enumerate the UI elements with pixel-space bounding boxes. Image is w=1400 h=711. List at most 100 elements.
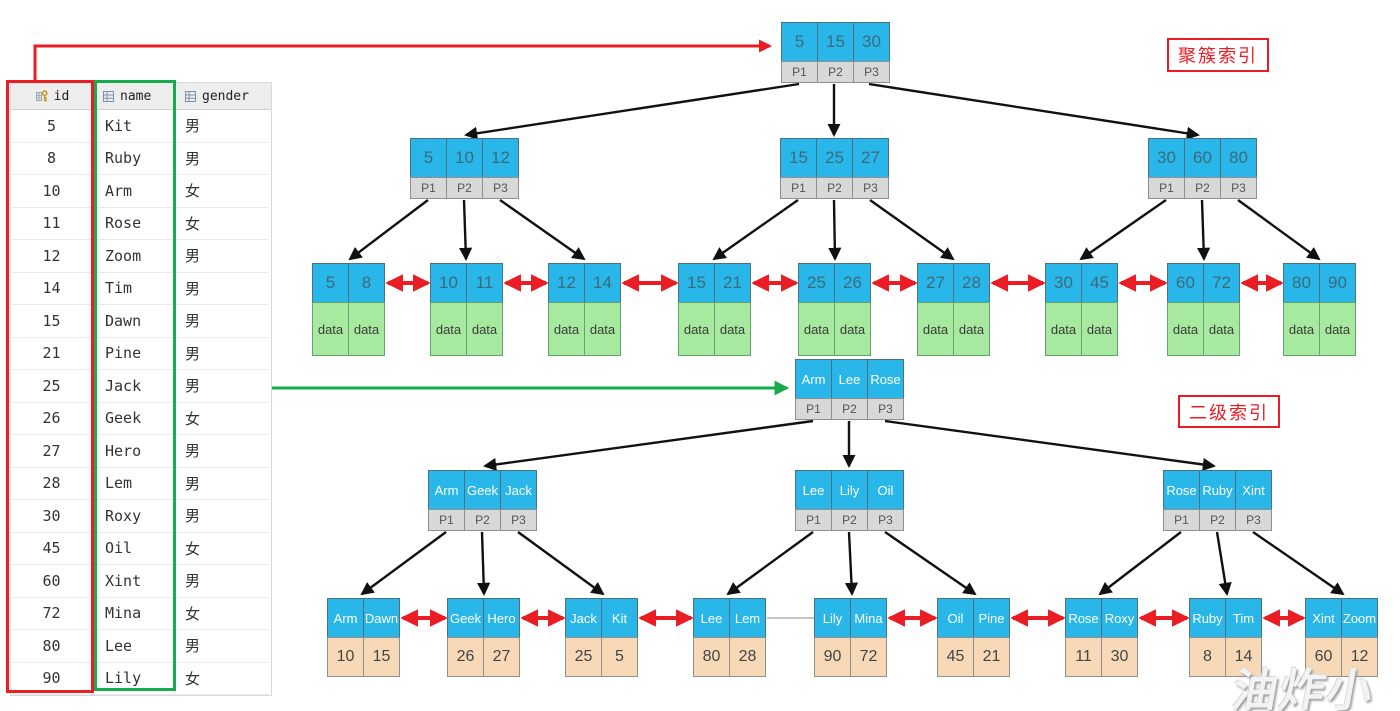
- column-header-gender[interactable]: gender: [175, 83, 269, 109]
- table-cell-gender[interactable]: 男: [175, 468, 269, 500]
- table-cell-id[interactable]: 5: [11, 110, 93, 143]
- table-cell-id[interactable]: 10: [11, 175, 93, 208]
- key-cell: Dawn: [363, 598, 400, 638]
- table-cell-id[interactable]: 90: [11, 662, 93, 695]
- column-header-name[interactable]: name: [93, 83, 175, 109]
- key-cell: 30: [1148, 138, 1185, 178]
- column-header-label: gender: [202, 88, 249, 104]
- table-cell-id[interactable]: 72: [11, 597, 93, 630]
- key-cell: Kit: [601, 598, 638, 638]
- key-cell: 28: [953, 263, 990, 303]
- table-cell-id[interactable]: 14: [11, 272, 93, 305]
- table-cell-id[interactable]: 15: [11, 305, 93, 338]
- table-cell-gender[interactable]: 男: [175, 630, 269, 663]
- table-cell-gender[interactable]: 男: [175, 240, 269, 273]
- table-cell-name[interactable]: Pine: [93, 337, 175, 370]
- table-cell-name[interactable]: Xint: [93, 565, 175, 598]
- table-cell-gender[interactable]: 女: [175, 663, 269, 695]
- key-cell: Lily: [831, 470, 868, 510]
- key-cell: Rose: [867, 359, 904, 399]
- table-cell-name[interactable]: Lily: [93, 662, 175, 695]
- table-cell-id[interactable]: 21: [11, 337, 93, 370]
- table-cell-id[interactable]: 28: [11, 467, 93, 500]
- data-cell: 90: [814, 637, 851, 677]
- table-cell-gender[interactable]: 女: [175, 208, 269, 240]
- table-cell-gender[interactable]: 男: [175, 143, 269, 175]
- table-cell-gender[interactable]: 男: [175, 305, 269, 338]
- table-cell-gender[interactable]: 男: [175, 338, 269, 370]
- table-cell-id[interactable]: 45: [11, 532, 93, 565]
- table-cell-id[interactable]: 60: [11, 565, 93, 598]
- table-cell-name[interactable]: Arm: [93, 175, 175, 208]
- column-header-id[interactable]: id: [11, 83, 93, 109]
- table-cell-name[interactable]: Hero: [93, 435, 175, 468]
- key-cell: 80: [1283, 263, 1320, 303]
- key-cell: 25: [798, 263, 835, 303]
- key-cell: Jack: [565, 598, 602, 638]
- table-cell-gender[interactable]: 女: [175, 533, 269, 565]
- data-cell: 60: [1305, 637, 1342, 677]
- table-cell-gender[interactable]: 男: [175, 110, 269, 143]
- table-cell-name[interactable]: Roxy: [93, 500, 175, 533]
- data-cell: data: [466, 302, 503, 356]
- data-cell: data: [1203, 302, 1240, 356]
- table-cell-id[interactable]: 25: [11, 370, 93, 403]
- table-cell-id[interactable]: 8: [11, 142, 93, 175]
- table-cell-name[interactable]: Zoom: [93, 240, 175, 273]
- table-cell-gender[interactable]: 男: [175, 370, 269, 403]
- pointer-cell: P3: [1220, 177, 1257, 199]
- table-cell-name[interactable]: Lee: [93, 630, 175, 663]
- table-cell-gender[interactable]: 男: [175, 565, 269, 598]
- data-cell: 8: [1189, 637, 1226, 677]
- key-cell: Lee: [693, 598, 730, 638]
- table-cell-name[interactable]: Lem: [93, 467, 175, 500]
- table-cell-name[interactable]: Mina: [93, 597, 175, 630]
- key-cell: Pine: [973, 598, 1010, 638]
- key-cell: Roxy: [1101, 598, 1138, 638]
- table-cell-name[interactable]: Dawn: [93, 305, 175, 338]
- table-cell-id[interactable]: 11: [11, 207, 93, 240]
- pointer-cell: P1: [780, 177, 817, 199]
- table-cell-gender[interactable]: 男: [175, 435, 269, 468]
- table-cell-gender[interactable]: 女: [175, 598, 269, 630]
- table-cell-name[interactable]: Kit: [93, 110, 175, 143]
- table-cell-name[interactable]: Oil: [93, 532, 175, 565]
- table-cell-name[interactable]: Jack: [93, 370, 175, 403]
- table-cell-gender[interactable]: 女: [175, 403, 269, 435]
- table-cell-id[interactable]: 27: [11, 435, 93, 468]
- table-cell-gender[interactable]: 女: [175, 175, 269, 208]
- table-cell-name[interactable]: Rose: [93, 207, 175, 240]
- table-cell-name[interactable]: Tim: [93, 272, 175, 305]
- table-cell-gender[interactable]: 男: [175, 500, 269, 533]
- table-cell-name[interactable]: Geek: [93, 402, 175, 435]
- pointer-cell: P3: [852, 177, 889, 199]
- key-cell: Lem: [729, 598, 766, 638]
- key-cell: 26: [834, 263, 871, 303]
- key-cell: Rose: [1065, 598, 1102, 638]
- data-cell: 80: [693, 637, 730, 677]
- table-cell-gender[interactable]: 男: [175, 273, 269, 305]
- data-cell: data: [1045, 302, 1082, 356]
- pointer-cell: P3: [482, 177, 519, 199]
- table-cell-id[interactable]: 26: [11, 402, 93, 435]
- table-cell-id[interactable]: 12: [11, 240, 93, 273]
- pointer-cell: P1: [795, 509, 832, 531]
- key-cell: 10: [430, 263, 467, 303]
- key-cell: 15: [817, 22, 854, 62]
- table-cell-name[interactable]: Ruby: [93, 142, 175, 175]
- key-cell: 8: [348, 263, 385, 303]
- table-cell-id[interactable]: 30: [11, 500, 93, 533]
- table-cell-id[interactable]: 80: [11, 630, 93, 663]
- primary-key-icon: [35, 90, 48, 102]
